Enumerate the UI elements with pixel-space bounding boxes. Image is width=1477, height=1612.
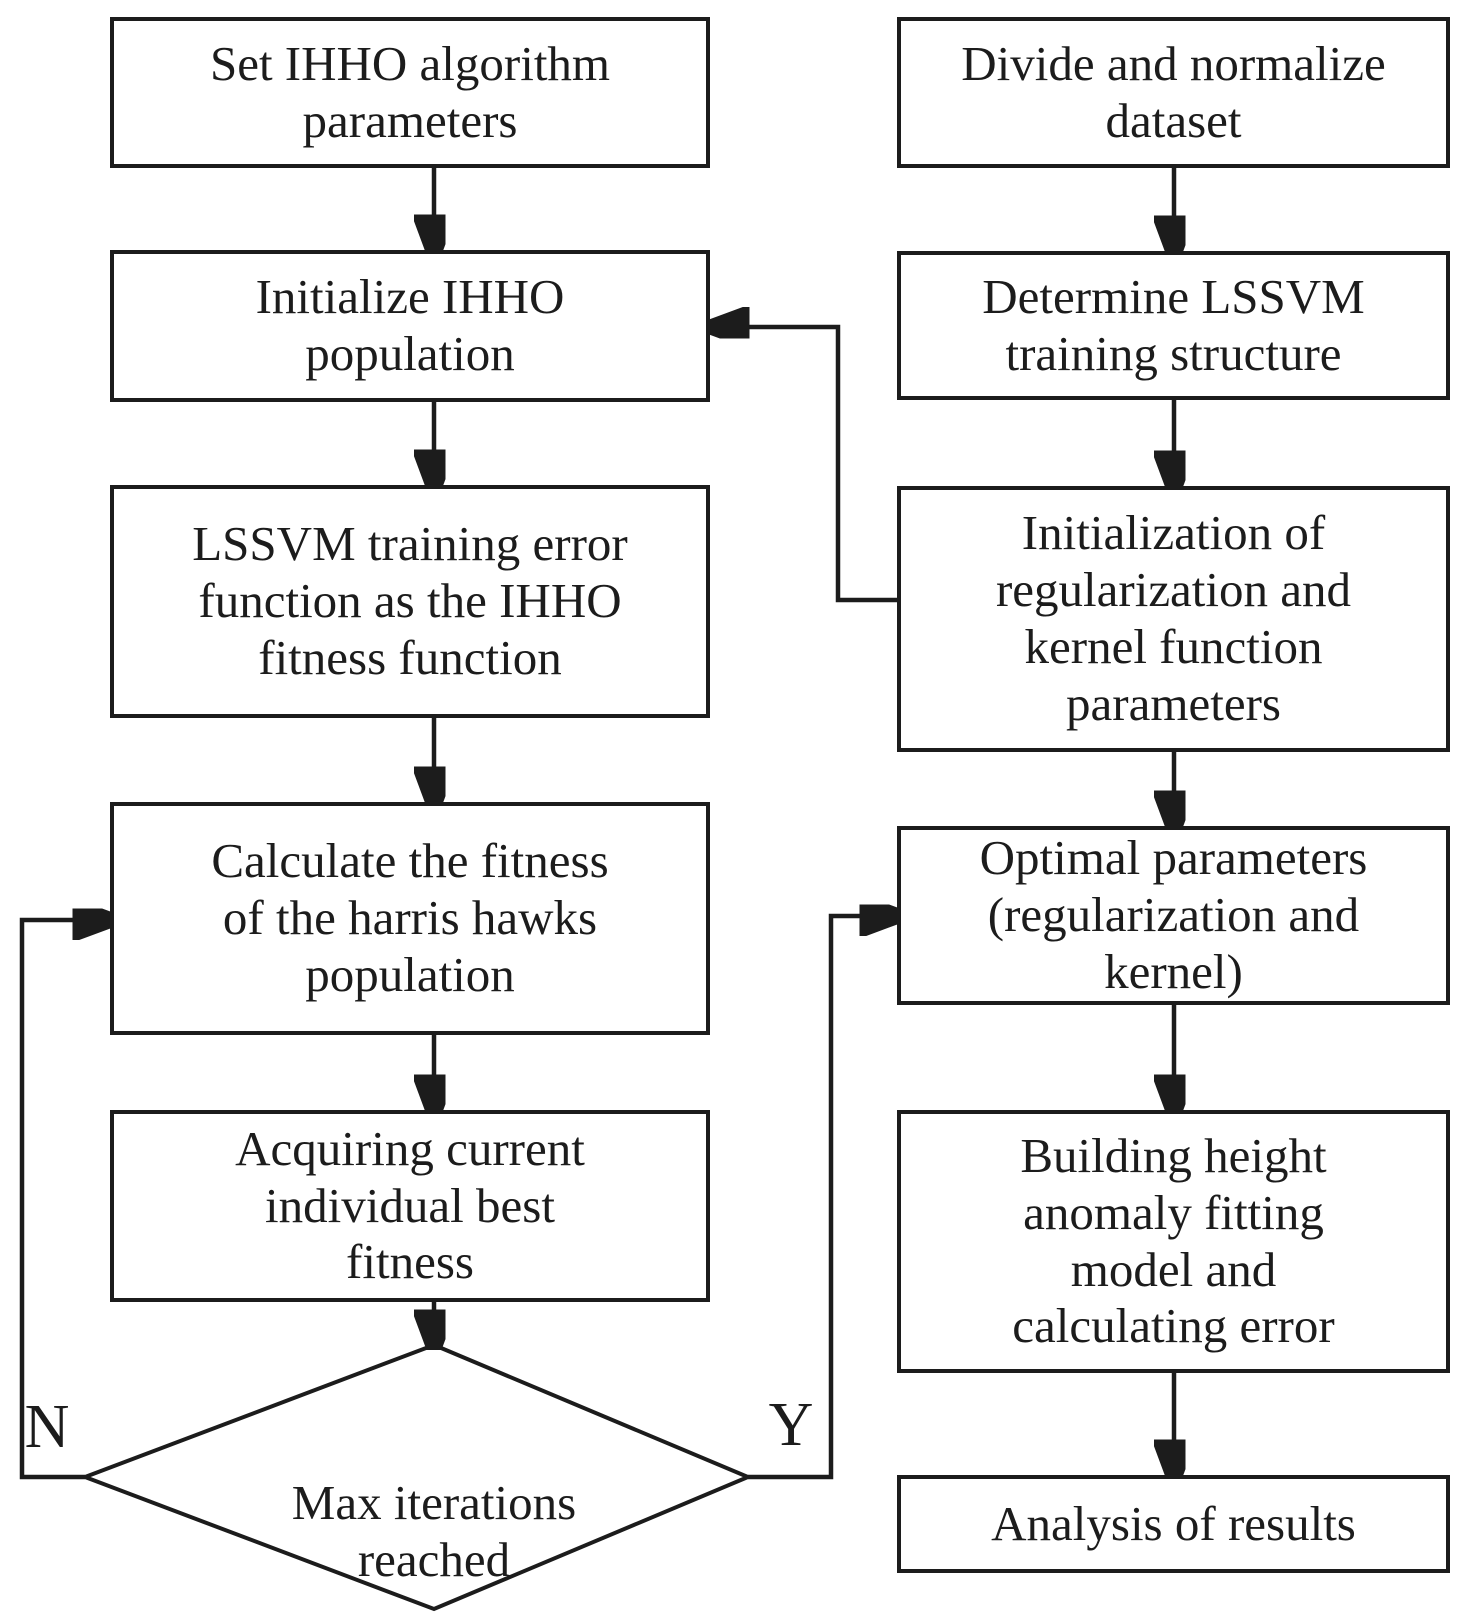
node-label: Divide and normalize dataset bbox=[961, 35, 1386, 148]
node-label: Acquiring current individual best fitnes… bbox=[235, 1120, 585, 1290]
node-label: Set IHHO algorithm parameters bbox=[209, 35, 611, 148]
node-label: Calculate the fitness of the harris hawk… bbox=[211, 833, 609, 1002]
node-set-ihho-parameters: Set IHHO algorithm parameters bbox=[110, 17, 710, 168]
node-optimal-parameters: Optimal parameters (regularization and k… bbox=[897, 826, 1450, 1005]
decision-max-iterations: Max iterations reached bbox=[234, 1418, 634, 1588]
edge-label-y: Y bbox=[768, 1391, 814, 1459]
elbow-decision-no-to-calc-fitness bbox=[19, 920, 104, 1480]
node-analysis-of-results: Analysis of results bbox=[897, 1475, 1450, 1573]
elbow-regularization-to-init-population bbox=[718, 327, 897, 603]
node-label: Max iterations reached bbox=[291, 1474, 577, 1587]
elbow-decision-yes-to-optimal bbox=[748, 916, 891, 1480]
node-label: Optimal parameters (regularization and k… bbox=[979, 830, 1368, 999]
node-label: LSSVM training error function as the IHH… bbox=[192, 516, 628, 685]
node-acquire-individual-best-fitness: Acquiring current individual best fitnes… bbox=[110, 1110, 710, 1302]
node-determine-lssvm-structure: Determine LSSVM training structure bbox=[897, 251, 1450, 400]
node-divide-normalize-dataset: Divide and normalize dataset bbox=[897, 17, 1450, 168]
node-label: Analysis of results bbox=[991, 1495, 1356, 1551]
node-init-regularization-kernel-params: Initialization of regularization and ker… bbox=[897, 486, 1450, 752]
node-label: Initialization of regularization and ker… bbox=[995, 505, 1352, 731]
edge-label-n: N bbox=[24, 1393, 70, 1461]
decision-diamond-shape bbox=[79, 1342, 754, 1612]
node-label: Building height anomaly fitting model an… bbox=[1012, 1127, 1335, 1354]
node-building-height-anomaly-model: Building height anomaly fitting model an… bbox=[897, 1110, 1450, 1373]
node-lssvm-training-error-fitness: LSSVM training error function as the IHH… bbox=[110, 485, 710, 718]
node-label: Initialize IHHO population bbox=[255, 269, 565, 381]
node-initialize-ihho-population: Initialize IHHO population bbox=[110, 250, 710, 402]
node-label: Determine LSSVM training structure bbox=[982, 268, 1365, 381]
node-calculate-fitness-harris-hawks: Calculate the fitness of the harris hawk… bbox=[110, 802, 710, 1035]
